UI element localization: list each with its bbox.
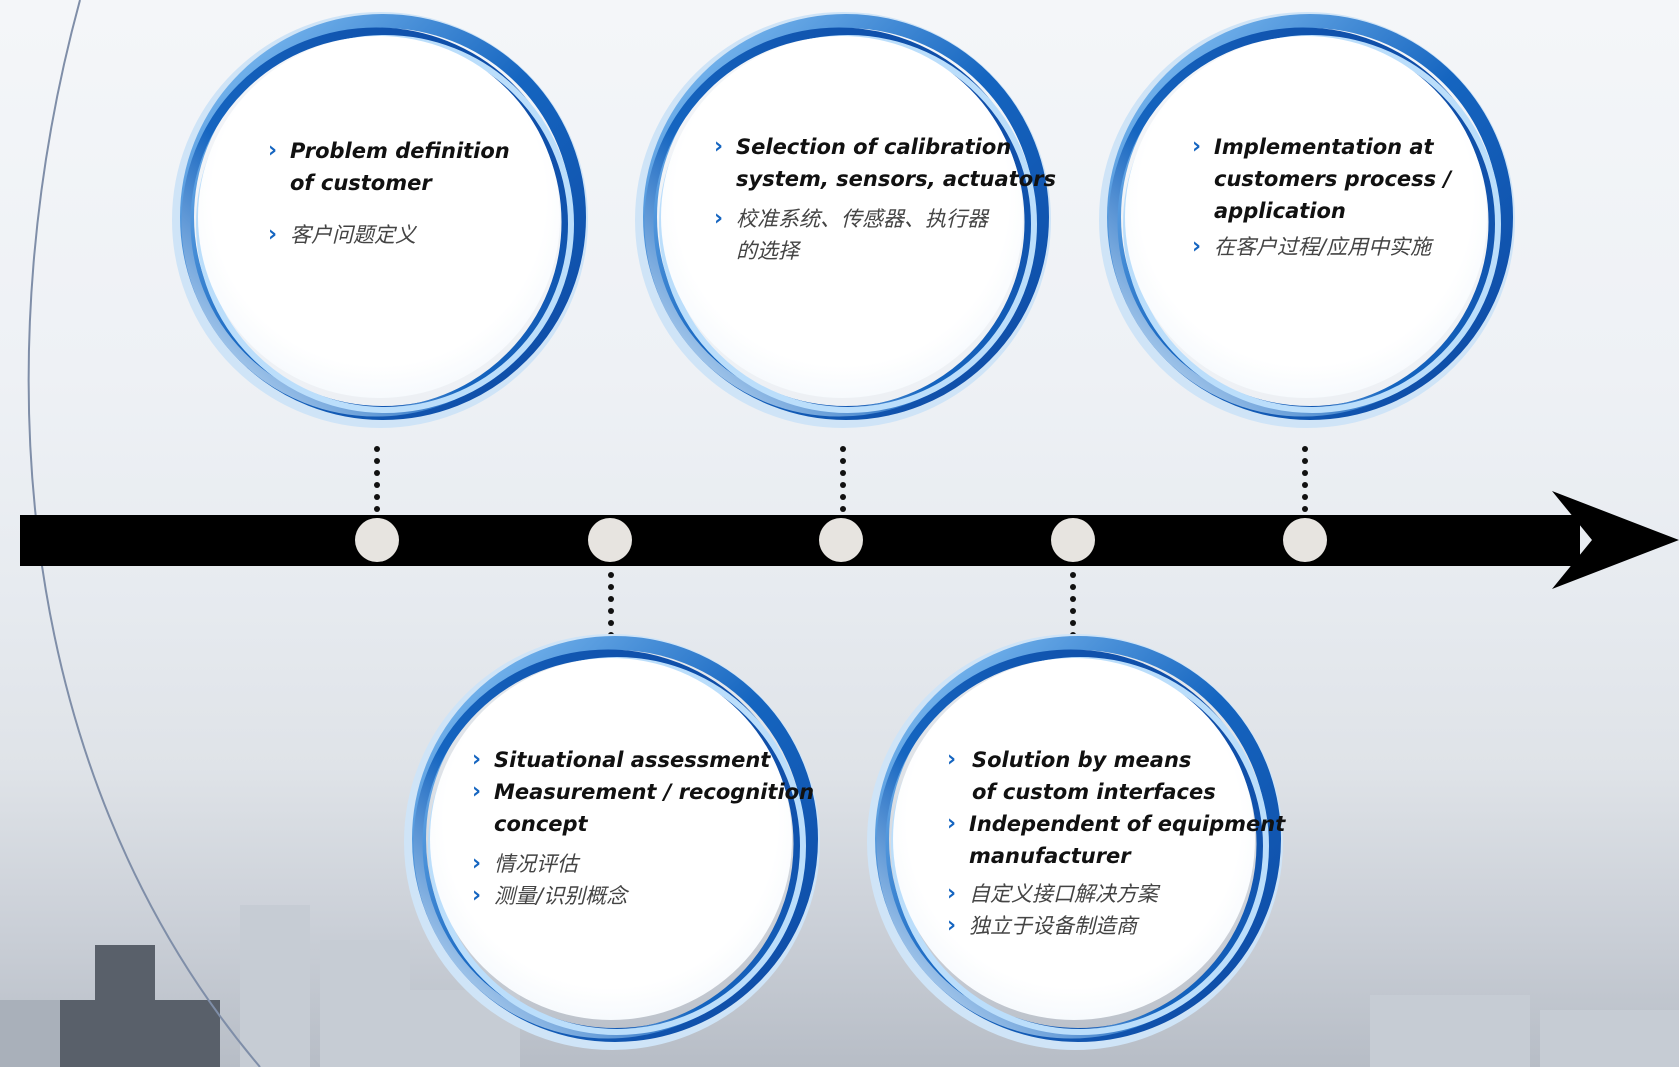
timeline-arrowhead xyxy=(1552,491,1679,589)
step-1-content: › Problem definition of customer › 客户问题定义 xyxy=(268,135,510,251)
step-2-item-3: › 情况评估 xyxy=(472,848,814,880)
step-item-text: Situational assessment xyxy=(494,748,771,772)
chevron-right-icon: › xyxy=(947,881,957,906)
step-5-item-1: › Implementation at customers process / a… xyxy=(1192,131,1451,227)
chevron-right-icon: › xyxy=(472,883,482,908)
step-ring-center xyxy=(661,36,1023,398)
timeline-marker-4 xyxy=(1051,518,1095,562)
step-4-item-1: › Solution by means of custom interfaces xyxy=(947,744,1285,808)
step-2-item-1: › Situational assessment xyxy=(472,744,814,776)
step-item-text: Measurement / recognition concept xyxy=(494,780,815,836)
chevron-right-icon: › xyxy=(472,851,482,876)
step-item-text: Solution by means of custom interfaces xyxy=(972,748,1216,804)
step-item-text: Problem definition of customer xyxy=(290,139,510,195)
chevron-right-icon: › xyxy=(268,138,278,163)
step-ring-center xyxy=(430,658,792,1020)
connector-5 xyxy=(1302,446,1308,518)
timeline-marker-3 xyxy=(819,518,863,562)
step-4-content: ›Solution by means of custom interfaces … xyxy=(947,744,1285,942)
step-1-item-1: › Problem definition of customer xyxy=(268,135,510,199)
chevron-right-icon: › xyxy=(947,811,957,836)
step-node-4: ›Solution by means of custom interfaces … xyxy=(855,620,1295,1060)
step-item-text: 在客户过程/应用中实施 xyxy=(1214,235,1432,259)
chevron-right-icon: › xyxy=(947,913,957,938)
step-ring-2 xyxy=(404,634,820,1050)
step-item-text: 校准系统、传感器、执行器 的选择 xyxy=(736,207,988,263)
chevron-right-icon: › xyxy=(947,747,957,772)
step-item-text: 情况评估 xyxy=(494,852,578,876)
chevron-right-icon: › xyxy=(1192,234,1202,259)
step-3-content: › Selection of calibration system, sensor… xyxy=(714,131,1056,267)
step-ring-center xyxy=(198,36,560,398)
step-item-text: Independent of equipment manufacturer xyxy=(969,812,1286,868)
step-item-text: 客户问题定义 xyxy=(290,223,416,247)
timeline-marker-5 xyxy=(1283,518,1327,562)
step-4-item-3: › 自定义接口解决方案 xyxy=(947,878,1285,910)
step-item-text: Selection of calibration system, sensors… xyxy=(736,135,1057,191)
step-1-item-2: › 客户问题定义 xyxy=(268,219,510,251)
step-4-item-2: › Independent of equipment manufacturer xyxy=(947,808,1285,872)
step-4-item-4: › 独立于设备制造商 xyxy=(947,910,1285,942)
chevron-right-icon: › xyxy=(714,134,724,159)
chevron-right-icon: › xyxy=(714,206,724,231)
chevron-right-icon: › xyxy=(472,779,482,804)
connector-1 xyxy=(374,446,380,518)
connector-3 xyxy=(840,446,846,518)
step-3-item-1: › Selection of calibration system, sensor… xyxy=(714,131,1056,195)
step-ring-center xyxy=(1125,36,1487,398)
chevron-right-icon: › xyxy=(1192,134,1202,159)
step-item-text: 测量/识别概念 xyxy=(494,884,628,908)
step-item-text: 独立于设备制造商 xyxy=(969,914,1137,938)
chevron-right-icon: › xyxy=(268,222,278,247)
step-node-2: › Situational assessment › Measurement / r… xyxy=(392,620,832,1060)
chevron-right-icon: › xyxy=(472,747,482,772)
step-3-item-2: › 校准系统、传感器、执行器 的选择 xyxy=(714,203,1056,267)
step-item-text: Implementation at customers process / ap… xyxy=(1214,135,1452,223)
step-5-content: › Implementation at customers process / a… xyxy=(1192,131,1451,263)
timeline-marker-1 xyxy=(355,518,399,562)
step-5-item-2: › 在客户过程/应用中实施 xyxy=(1192,231,1451,263)
step-ring-4 xyxy=(867,634,1283,1050)
step-2-item-4: › 测量/识别概念 xyxy=(472,880,814,912)
step-2-content: › Situational assessment › Measurement / r… xyxy=(472,744,814,912)
step-2-item-2: › Measurement / recognition concept xyxy=(472,776,814,840)
step-node-3: › Selection of calibration system, sensor… xyxy=(623,0,1063,438)
step-item-text: 自定义接口解决方案 xyxy=(969,882,1158,906)
step-node-5: › Implementation at customers process / a… xyxy=(1087,0,1527,438)
step-node-1: › Problem definition of customer › 客户问题定义 xyxy=(160,0,600,438)
timeline-bar xyxy=(20,515,1580,566)
step-ring-center xyxy=(893,658,1255,1020)
timeline-marker-2 xyxy=(588,518,632,562)
